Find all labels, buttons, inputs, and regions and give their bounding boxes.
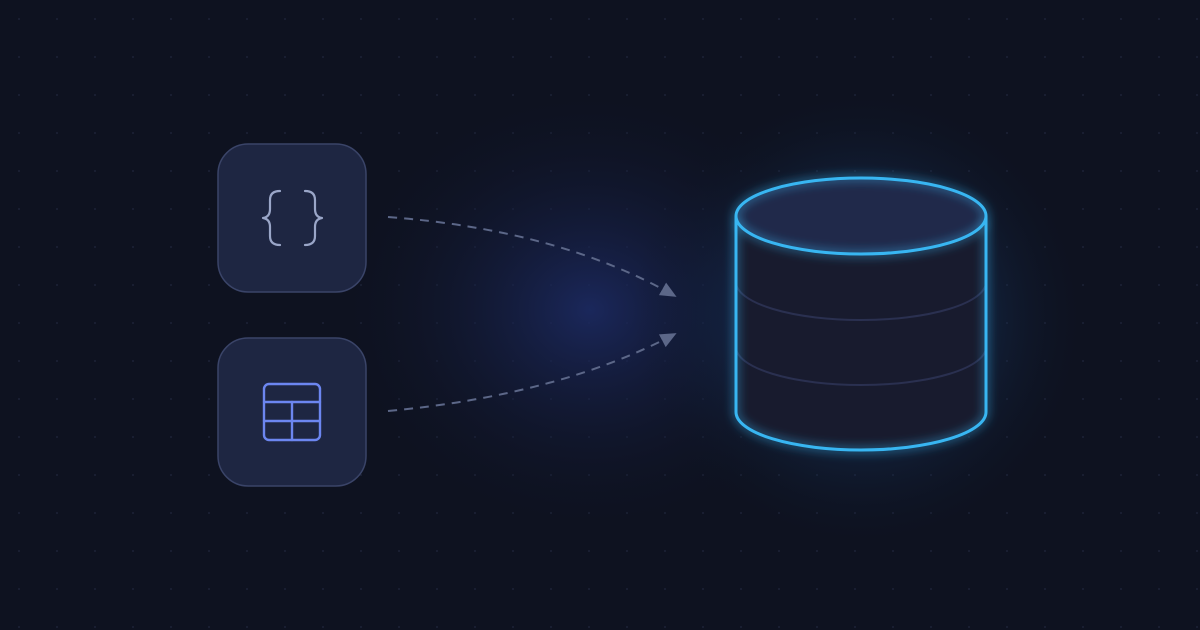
database-separator-upper <box>735 281 987 321</box>
table-grid-icon <box>262 382 322 442</box>
curly-braces-icon <box>261 189 324 247</box>
database-body <box>736 216 986 450</box>
database-icon <box>734 176 988 452</box>
database-top <box>736 178 986 254</box>
table-source-card <box>217 337 367 487</box>
json-source-card <box>217 143 367 293</box>
database-separator-lower <box>735 346 987 386</box>
json-to-database-connector <box>387 216 677 297</box>
database-body-outline <box>734 216 988 452</box>
table-to-database-connector <box>387 333 677 412</box>
